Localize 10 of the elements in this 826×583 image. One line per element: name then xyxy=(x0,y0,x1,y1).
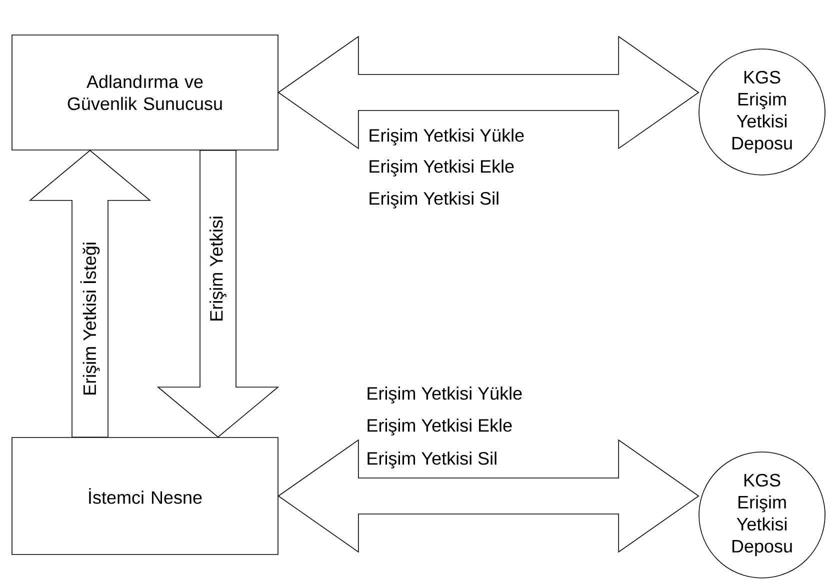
operation-label: Erişim Yetkisi Ekle xyxy=(368,418,512,436)
operation-label: Erişim Yetkisi Yükle xyxy=(368,386,522,404)
operation-label: Erişim Yetkisi Sil xyxy=(370,192,498,208)
edge-label: Erişim Yetkisi xyxy=(208,214,228,323)
operation-label: Erişim Yetkisi Sil xyxy=(368,452,496,468)
operation-label: Erişim Yetkisi Yükle xyxy=(370,128,524,146)
operation-label: Erişim Yetkisi Ekle xyxy=(370,160,514,176)
process-box: İstemci Nesne xyxy=(12,437,278,555)
edge-label: Erişim Yetkisi İsteği xyxy=(79,240,101,397)
process-box: Adlandırma ve Güvenlik Sunucusu xyxy=(12,34,278,150)
